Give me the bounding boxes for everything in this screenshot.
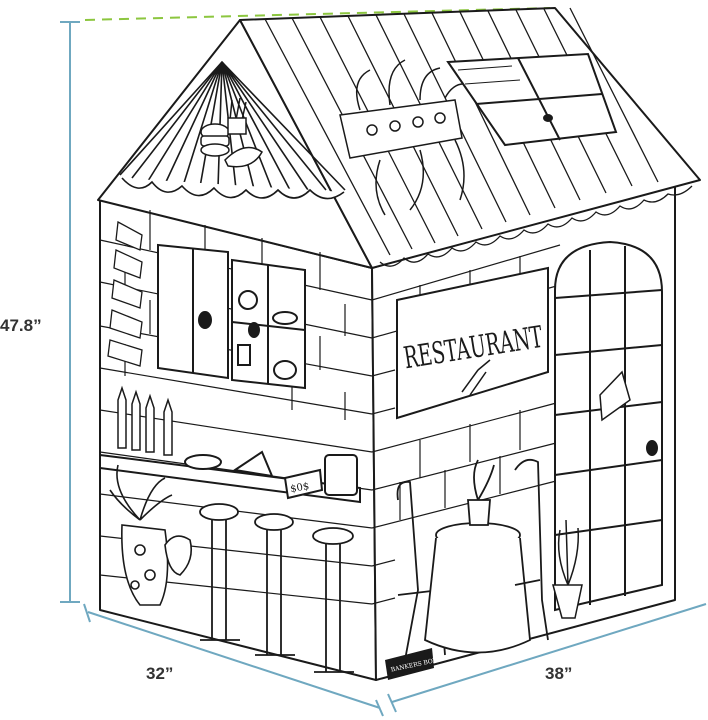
brand-badge: BANKERS BOX — [385, 648, 438, 680]
depth-dimension-label: 32” — [146, 664, 174, 683]
roof-flower-box — [339, 59, 471, 216]
bar-stools — [199, 503, 354, 673]
skylight-window — [446, 52, 618, 147]
height-dimension-line — [60, 21, 80, 603]
price-tag-text: $0$ — [290, 481, 311, 495]
arched-glass-door — [554, 240, 663, 612]
service-window — [157, 243, 306, 390]
bottles-shelf — [117, 385, 173, 456]
bar-counter: $0$ — [99, 450, 361, 504]
depth-dimension-line — [83, 603, 384, 717]
hanging-bunting — [107, 220, 143, 367]
height-dimension-label: 47.8” — [0, 316, 42, 335]
width-dimension-line — [387, 603, 707, 713]
width-dimension-label: 38” — [545, 664, 573, 683]
roof-ridge-dashed-line — [84, 7, 551, 21]
potted-plant-left — [109, 464, 193, 606]
potted-plant-right — [552, 519, 583, 619]
restaurant-sign: RESTAURANT — [396, 266, 549, 420]
bistro-table-and-chairs — [396, 458, 549, 661]
burger-and-hotdog-drawing — [200, 97, 263, 168]
